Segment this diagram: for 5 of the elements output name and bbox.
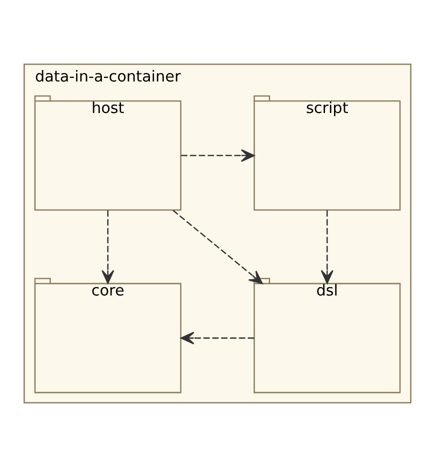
arrow (101, 210, 114, 284)
arrow (172, 209, 262, 284)
arrow (320, 210, 333, 284)
arrow (180, 331, 254, 344)
arrow (180, 148, 254, 162)
